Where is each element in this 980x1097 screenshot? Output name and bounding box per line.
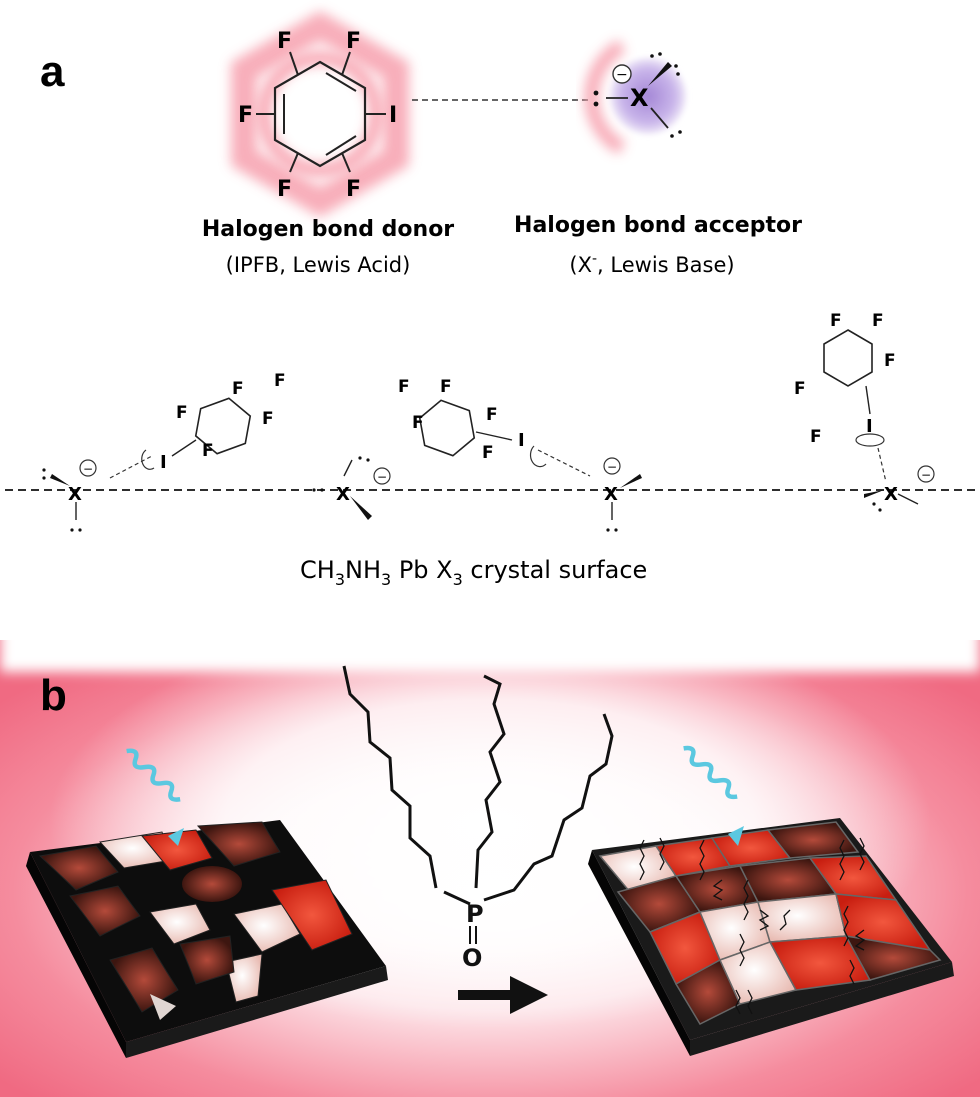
grain	[196, 821, 281, 867]
surface-site-1: X − I F F F F F	[42, 371, 286, 532]
benzene-ring	[194, 397, 252, 455]
topo-molecule	[342, 665, 614, 906]
panel-a: a F F F I F F	[5, 10, 975, 589]
atom-f: F	[482, 443, 494, 463]
grain	[757, 893, 847, 943]
donor-label: Halogen bond donor (IPFB, Lewis Acid)	[202, 217, 454, 277]
atom-f: F	[794, 379, 806, 399]
atom-f: F	[176, 403, 188, 423]
donor-glow-inner	[257, 51, 383, 177]
surface-site-4: X − I F F F F F	[794, 311, 935, 512]
negative-charge-icon	[603, 457, 621, 475]
donor-molecule: F F F I F F	[231, 10, 409, 218]
atom-x: X	[884, 484, 898, 505]
atom-f: F	[346, 29, 361, 54]
svg-text:−: −	[921, 468, 931, 482]
atom-f: F	[412, 413, 424, 433]
atom-f: F	[884, 351, 896, 371]
process-arrow-icon	[458, 976, 548, 1014]
grain	[109, 947, 179, 1013]
atom-f: F	[440, 377, 452, 397]
atom-o: O	[462, 944, 482, 972]
atom-x: X	[630, 84, 649, 112]
grain	[179, 935, 235, 985]
grain	[766, 821, 860, 859]
atom-f: F	[872, 311, 884, 331]
atom-f: F	[274, 371, 286, 391]
grain	[38, 845, 119, 891]
negative-charge-icon	[612, 64, 632, 84]
panel-b: b	[0, 612, 980, 1097]
donor-subtitle: (IPFB, Lewis Acid)	[226, 253, 411, 277]
atom-x: X	[336, 484, 350, 505]
benzene-ring	[273, 60, 367, 168]
photon-arrow-icon	[168, 828, 184, 846]
charge-sign: −	[616, 67, 628, 83]
right-perovskite-film	[588, 745, 954, 1056]
grain	[233, 903, 301, 953]
acceptor-title: Halogen bond acceptor	[514, 213, 802, 238]
grain	[149, 903, 211, 945]
crystal-surface-caption: CH3NH3 Pb X3 crystal surface	[300, 556, 647, 589]
atom-i: I	[389, 103, 397, 128]
panel-b-label: b	[40, 671, 67, 720]
grain	[225, 953, 263, 1003]
atom-p: P	[466, 900, 484, 928]
atom-f: F	[277, 177, 292, 202]
negative-charge-icon	[917, 465, 935, 483]
photon-arrow-icon	[728, 826, 744, 846]
atom-f: F	[810, 427, 822, 447]
negative-charge-icon	[373, 467, 391, 485]
svg-text:−: −	[83, 462, 93, 476]
atom-i: I	[866, 416, 873, 437]
atom-f: F	[346, 177, 361, 202]
surface-site-2: X −	[312, 456, 391, 520]
alkyl-chain-right	[483, 713, 614, 902]
alkyl-chain-middle	[474, 674, 506, 889]
atom-f: F	[398, 377, 410, 397]
donor-glow-outer	[231, 10, 409, 218]
atom-f: F	[202, 441, 214, 461]
atom-x: X	[604, 484, 618, 505]
svg-text:−: −	[607, 460, 617, 474]
panel-a-label: a	[40, 47, 65, 96]
surface-site-3: X − I F F F F F	[398, 377, 642, 532]
atom-i: I	[518, 430, 525, 451]
left-perovskite-film	[26, 748, 388, 1058]
acceptor-group: X −	[584, 39, 686, 155]
photon-wave-icon	[683, 745, 738, 800]
atom-f: F	[262, 409, 274, 429]
atom-f: F	[486, 405, 498, 425]
alkyl-chain-left	[342, 665, 438, 889]
donor-title: Halogen bond donor	[202, 217, 454, 242]
atom-x: X	[68, 484, 82, 505]
acceptor-arc-glow	[584, 39, 626, 155]
svg-text:−: −	[377, 470, 387, 484]
surface-ligands	[639, 837, 866, 1015]
grain	[182, 866, 242, 902]
grain	[844, 935, 942, 981]
photon-wave-icon	[126, 748, 181, 802]
atom-f: F	[238, 103, 253, 128]
atom-f: F	[232, 379, 244, 399]
benzene-ring	[418, 399, 476, 457]
acceptor-label: Halogen bond acceptor (X-, Lewis Base)	[514, 213, 802, 277]
acceptor-subtitle: (X-, Lewis Base)	[569, 251, 734, 277]
grain	[69, 885, 141, 937]
benzene-ring	[823, 329, 873, 387]
atom-i: I	[160, 452, 167, 473]
negative-charge-icon	[79, 459, 97, 477]
atom-f: F	[830, 311, 842, 331]
grain	[271, 879, 353, 951]
atom-f: F	[277, 29, 292, 54]
